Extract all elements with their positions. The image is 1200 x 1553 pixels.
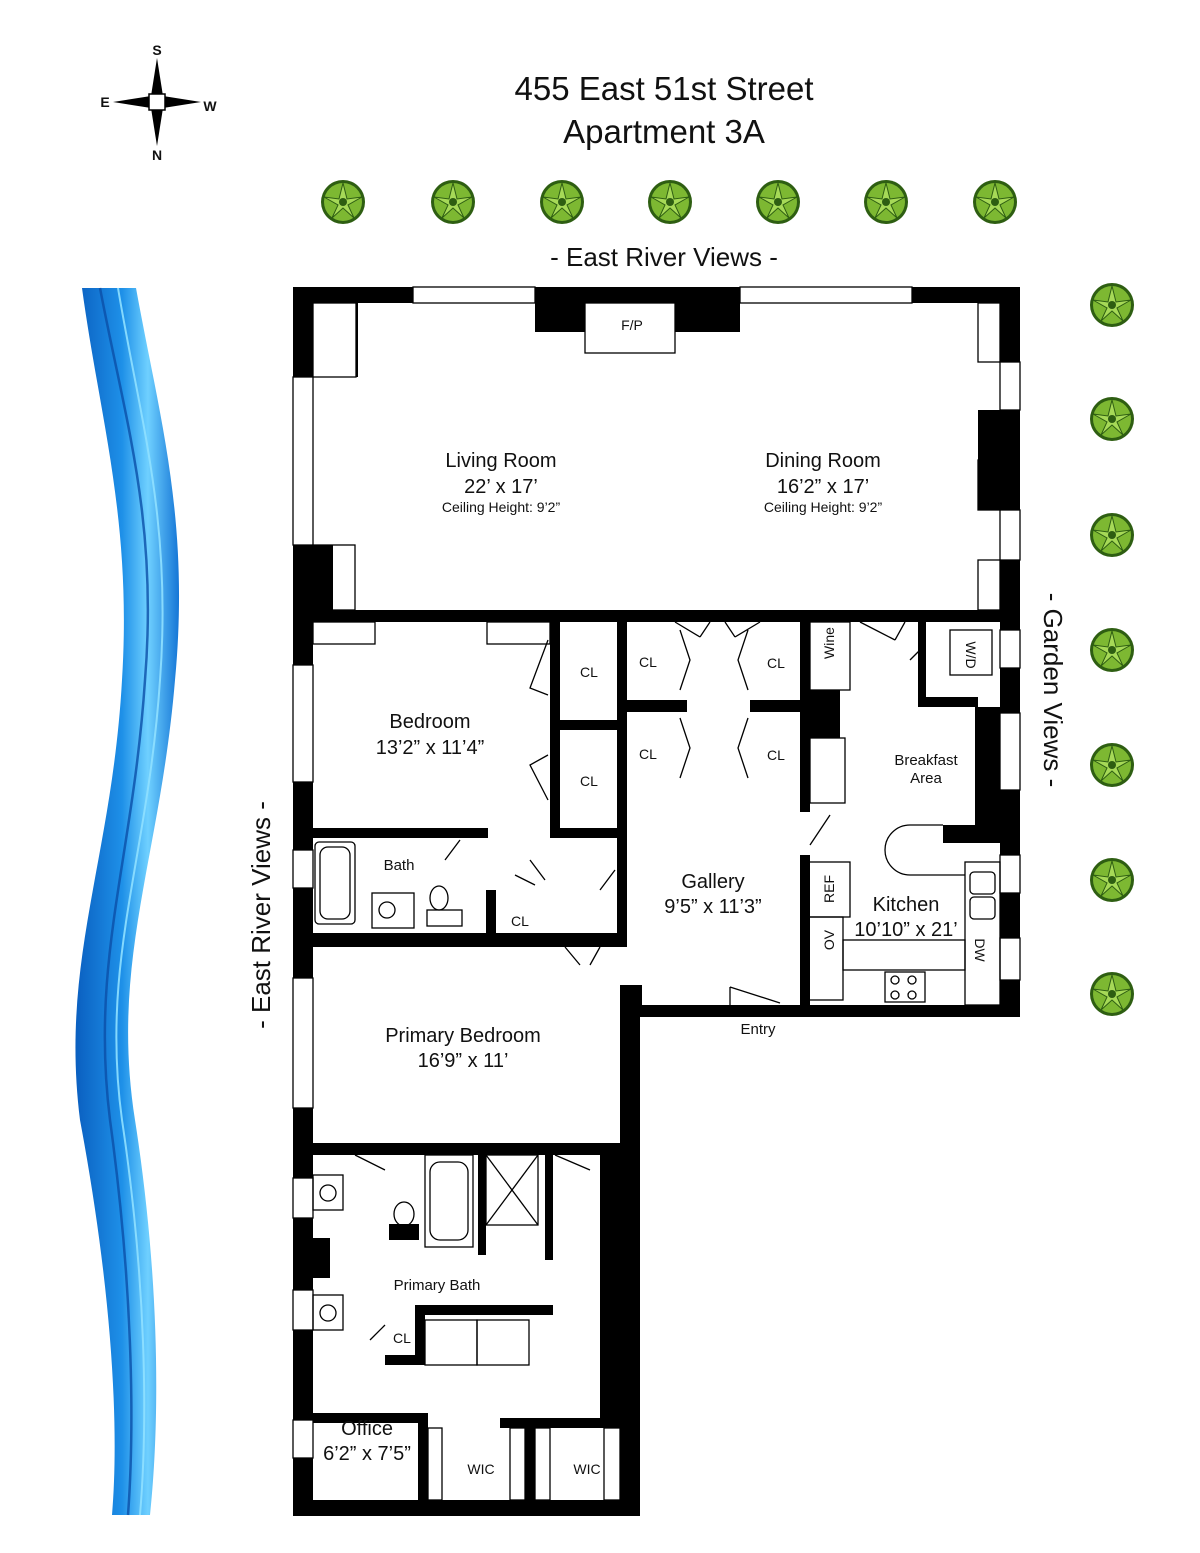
bedroom-name: Bedroom [389,711,470,733]
office-size: 6’2” x 7’5” [323,1443,411,1465]
river-icon [75,287,180,1516]
closet-label: CL [767,655,785,671]
living-room-ceiling: Ceiling Height: 9’2” [442,499,561,515]
plan-walls [292,286,1021,1516]
compass-e: E [100,94,109,110]
living-room-size: 22’ x 17’ [464,476,538,498]
living-room-name: Living Room [445,450,556,472]
tree-icon [972,179,1018,225]
walk-in-closet-label: WIC [467,1461,494,1477]
closet-label: CL [639,654,657,670]
tree-icon [430,179,476,225]
entry-label: Entry [740,1021,776,1038]
tree-icon [755,179,801,225]
walk-in-closet-label: WIC [573,1461,600,1477]
tree-icon [320,179,366,225]
gallery-size: 9’5” x 11’3” [664,896,761,918]
primary-bedroom-size: 16’9” x 11’ [418,1050,509,1072]
tree-icon [647,179,693,225]
tree-icon [863,179,909,225]
tree-icon [1089,971,1135,1017]
primary-bedroom-name: Primary Bedroom [385,1025,541,1047]
bath-name: Bath [384,857,415,874]
closet-label: CL [580,773,598,789]
dining-room-name: Dining Room [765,450,881,472]
tree-icon [1089,627,1135,673]
kitchen-size: 10’10” x 21’ [854,919,957,941]
fireplace-label: F/P [621,317,643,333]
compass-s: S [152,42,161,58]
primary-bath-name: Primary Bath [394,1277,481,1294]
breakfast-line-1: Breakfast [894,752,958,769]
office-name: Office [341,1418,393,1440]
compass-w: W [203,98,217,114]
compass-rose-icon: S N E W [100,42,217,163]
plan-fixtures [312,459,1001,1501]
closet-label: CL [393,1330,411,1346]
breakfast-line-2: Area [910,770,942,787]
gallery-name: Gallery [681,871,744,893]
tree-icon [1089,512,1135,558]
dishwasher-label: DW [972,938,988,962]
dining-room-size: 16’2” x 17’ [777,476,869,498]
tree-icon [1089,857,1135,903]
view-label-top: - East River Views - [550,242,778,272]
compass-n: N [152,147,162,163]
closet-label: CL [580,664,598,680]
title-line-1: 455 East 51st Street [514,70,813,107]
title-line-2: Apartment 3A [563,113,765,150]
washer-dryer-label: W/D [963,641,979,668]
closet-label: CL [639,746,657,762]
tree-icon [539,179,585,225]
oven-label: OV [821,929,837,950]
tree-icon [1089,396,1135,442]
closet-label: CL [511,913,529,929]
bedroom-size: 13’2” x 11’4” [376,737,485,759]
tree-icon [1089,282,1135,328]
kitchen-name: Kitchen [873,894,940,916]
closet-label: CL [767,747,785,763]
refrigerator-label: REF [821,875,837,903]
dining-room-ceiling: Ceiling Height: 9’2” [764,499,883,515]
wine-label: Wine [821,627,837,659]
view-label-right: - Garden Views - [1038,593,1068,788]
view-label-left: - East River Views - [246,801,276,1029]
tree-icon [1089,742,1135,788]
